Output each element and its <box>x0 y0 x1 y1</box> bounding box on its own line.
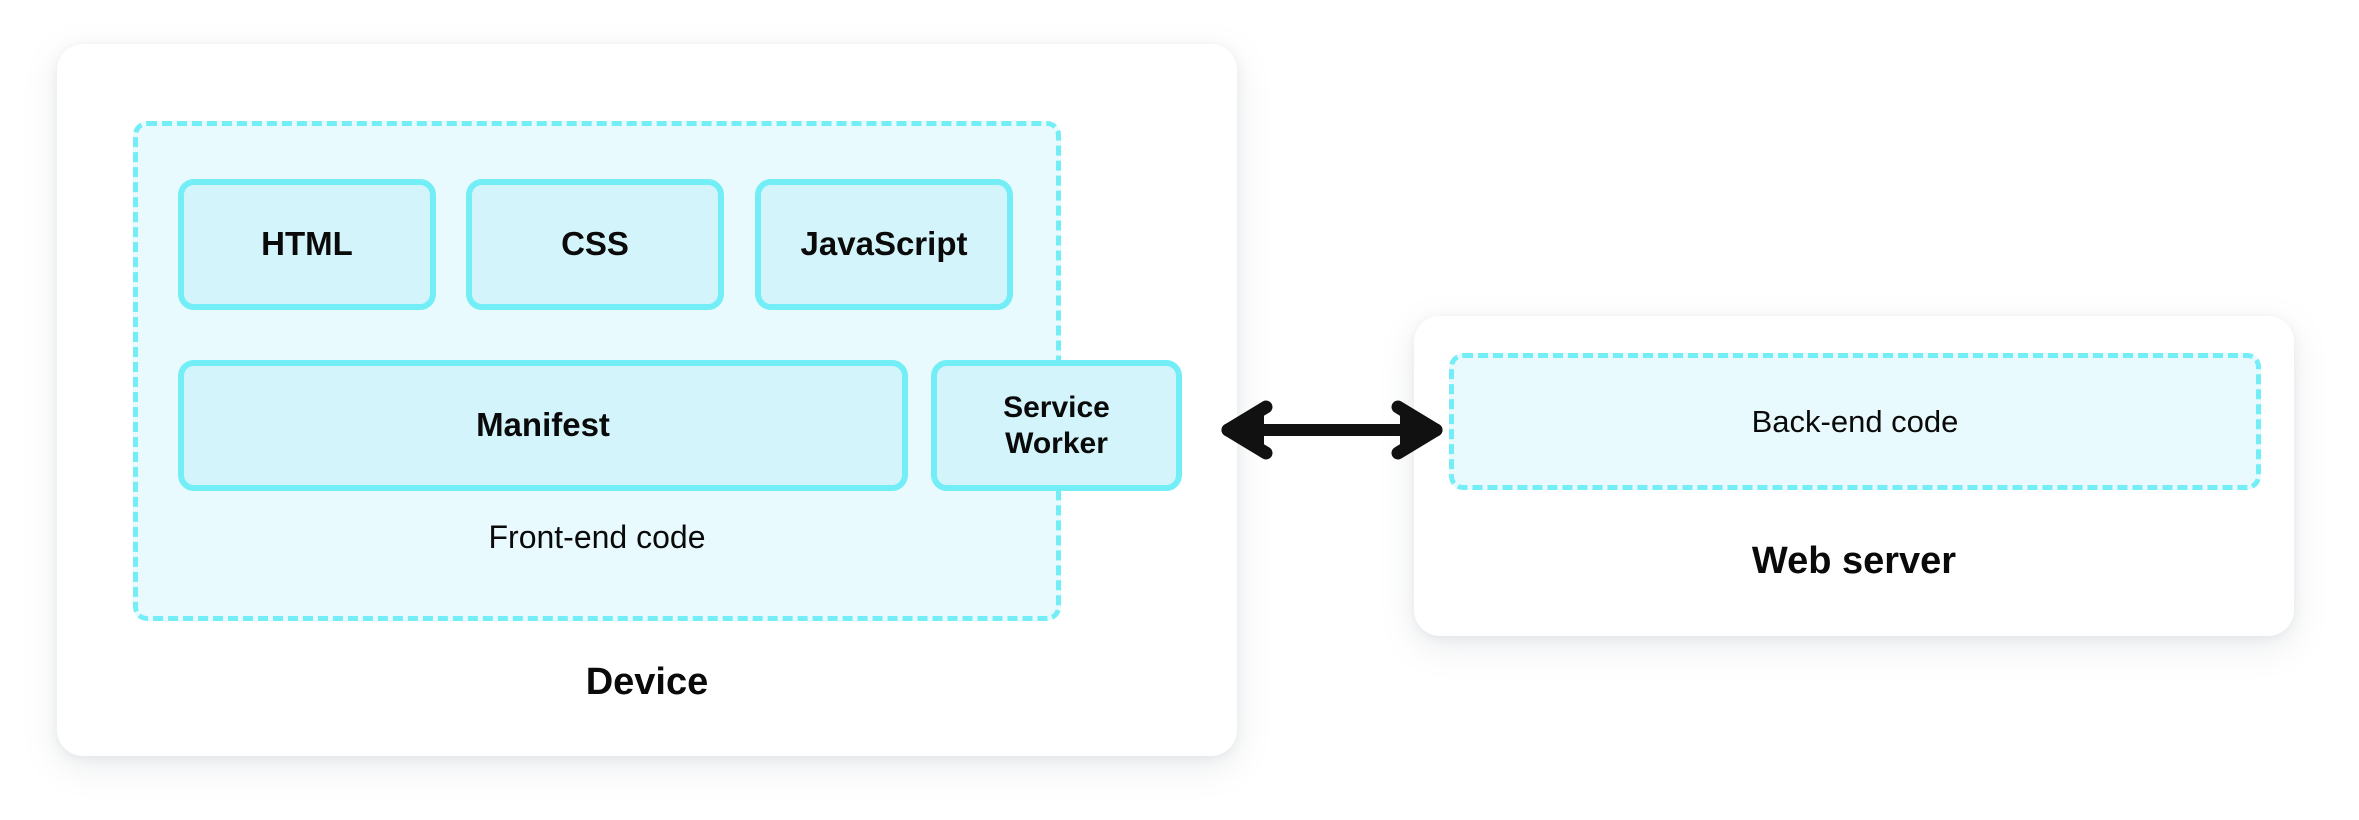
tech-box-css[interactable]: CSS <box>466 179 724 310</box>
web-server-label: Web server <box>1751 540 1957 582</box>
tech-box-html[interactable]: HTML <box>178 179 436 310</box>
back-end-code-group <box>1449 353 2261 490</box>
double-headed-arrow-icon <box>1221 400 1443 460</box>
back-end-code-label: Back-end code <box>1751 404 1959 439</box>
device-label: Device <box>585 661 709 703</box>
tech-box-javascript[interactable]: JavaScript <box>755 179 1013 310</box>
front-end-code-label: Front-end code <box>488 519 706 555</box>
tech-box-manifest[interactable]: Manifest <box>178 360 908 491</box>
